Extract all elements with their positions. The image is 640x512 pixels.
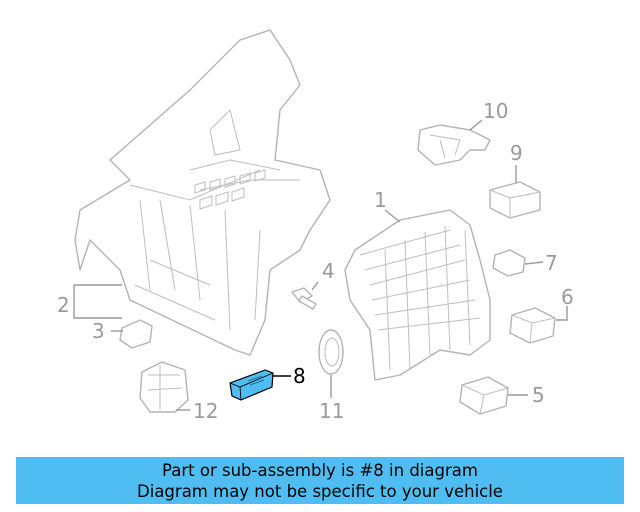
callout-5: 5 bbox=[532, 383, 545, 407]
part-4-bolt bbox=[291, 287, 317, 310]
callout-1: 1 bbox=[374, 188, 387, 212]
callout-6: 6 bbox=[561, 285, 574, 309]
banner-line-2: Diagram may not be specific to your vehi… bbox=[137, 481, 503, 501]
callout-4: 4 bbox=[322, 259, 335, 283]
leader-lines bbox=[73, 119, 568, 411]
part-6-relay bbox=[509, 307, 556, 344]
callout-8: 8 bbox=[293, 364, 306, 388]
callout-9: 9 bbox=[510, 141, 523, 165]
part-1-fuse-box bbox=[344, 209, 491, 381]
callout-7: 7 bbox=[545, 251, 558, 275]
info-banner: Part or sub-assembly is #8 in diagram Di… bbox=[16, 457, 624, 504]
part-10-relay-bracket bbox=[417, 124, 491, 166]
callout-3: 3 bbox=[92, 319, 105, 343]
part-11-grommet bbox=[318, 329, 344, 375]
banner-line-1: Part or sub-assembly is #8 in diagram bbox=[162, 460, 478, 480]
part-2-fuse-box-bracket bbox=[74, 29, 331, 356]
callout-2: 2 bbox=[57, 293, 70, 317]
callout-10: 10 bbox=[483, 99, 508, 123]
part-5-relay bbox=[459, 376, 509, 415]
part-3-clip bbox=[119, 319, 153, 349]
callout-11: 11 bbox=[319, 399, 344, 423]
parts-diagram: 1 2 3 4 5 6 7 8 9 10 11 12 bbox=[57, 29, 574, 423]
callout-12: 12 bbox=[193, 399, 218, 423]
part-9-relay bbox=[489, 181, 541, 219]
part-12-bracket bbox=[139, 361, 189, 413]
part-8-module-highlighted bbox=[229, 369, 274, 401]
part-7-relay bbox=[492, 249, 526, 277]
